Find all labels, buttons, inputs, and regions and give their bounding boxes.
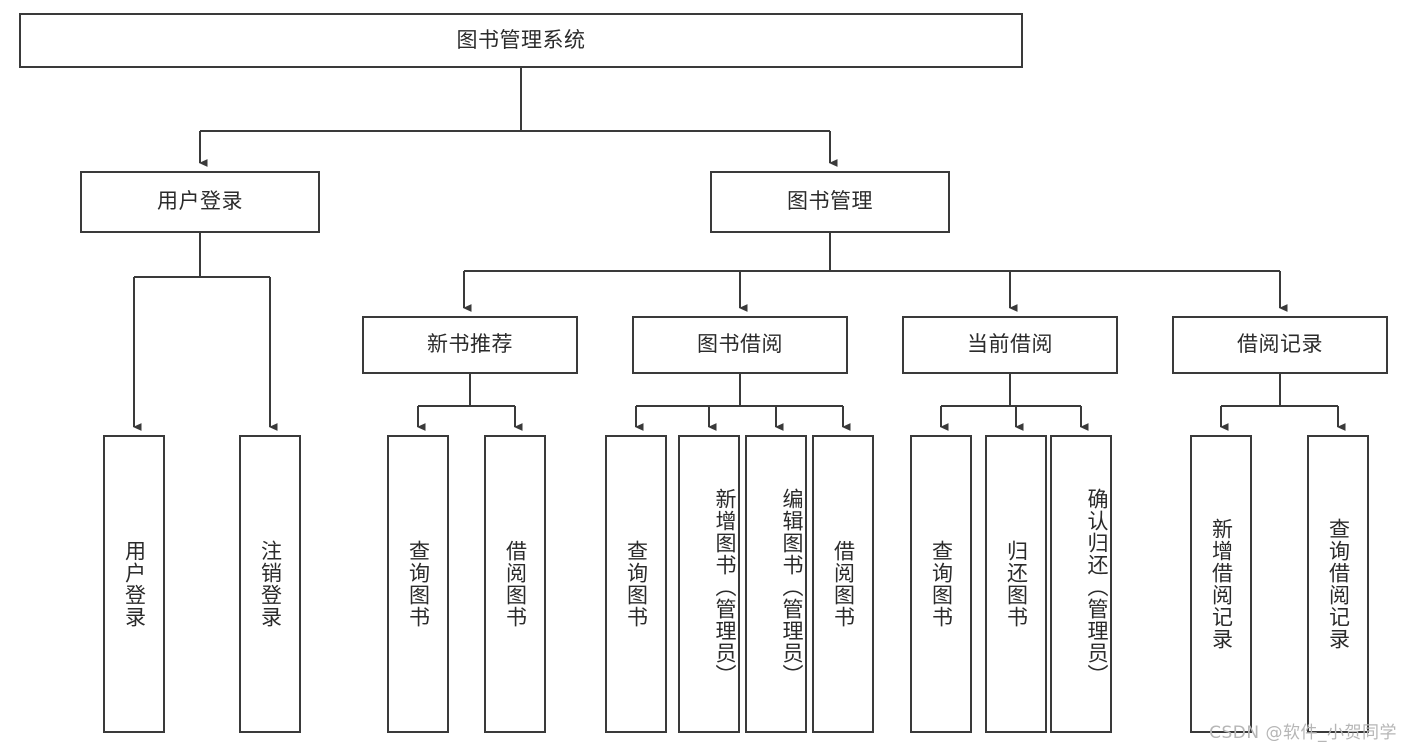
node-leaf-rec-query-record[interactable]: 查询借阅记录 (1307, 435, 1369, 733)
node-leaf-borrow-borrow-book-label: 借阅图书 (831, 540, 856, 628)
node-leaf-cur-return-book[interactable]: 归还图书 (985, 435, 1047, 733)
node-leaf-user-login[interactable]: 用户登录 (103, 435, 165, 733)
node-leaf-borrow-add-book[interactable]: 新增图书（管理员） (678, 435, 740, 733)
node-leaf-rec-add-record-label: 新增借阅记录 (1209, 518, 1234, 650)
node-root[interactable]: 图书管理系统 (19, 13, 1023, 68)
node-leaf-cur-return-book-label: 归还图书 (1004, 540, 1029, 628)
node-user-login-label: 用户登录 (157, 189, 243, 214)
node-borrow-record[interactable]: 借阅记录 (1172, 316, 1388, 374)
node-book-borrow-label: 图书借阅 (697, 332, 783, 357)
node-leaf-cur-confirm-return-label: 确认归还（管理员） (1085, 488, 1109, 686)
node-leaf-rec-query-record-label: 查询借阅记录 (1326, 518, 1351, 650)
node-leaf-user-login-label: 用户登录 (122, 540, 147, 628)
node-book-borrow[interactable]: 图书借阅 (632, 316, 848, 374)
node-user-login[interactable]: 用户登录 (80, 171, 320, 233)
node-current-borrow-label: 当前借阅 (967, 332, 1053, 357)
node-leaf-user-logout-label: 注销登录 (258, 540, 283, 628)
node-leaf-borrow-query-book[interactable]: 查询图书 (605, 435, 667, 733)
node-leaf-rec-borrow-book[interactable]: 借阅图书 (484, 435, 546, 733)
node-leaf-rec-query-book[interactable]: 查询图书 (387, 435, 449, 733)
node-leaf-borrow-query-book-label: 查询图书 (624, 540, 649, 628)
node-leaf-borrow-borrow-book[interactable]: 借阅图书 (812, 435, 874, 733)
node-leaf-cur-query-book-label: 查询图书 (929, 540, 954, 628)
node-current-borrow[interactable]: 当前借阅 (902, 316, 1118, 374)
node-leaf-cur-confirm-return[interactable]: 确认归还（管理员） (1050, 435, 1112, 733)
node-leaf-user-logout[interactable]: 注销登录 (239, 435, 301, 733)
node-leaf-rec-query-book-label: 查询图书 (406, 540, 431, 628)
node-leaf-rec-borrow-book-label: 借阅图书 (503, 540, 528, 628)
node-leaf-cur-query-book[interactable]: 查询图书 (910, 435, 972, 733)
node-book-manage[interactable]: 图书管理 (710, 171, 950, 233)
node-borrow-record-label: 借阅记录 (1237, 332, 1323, 357)
node-book-manage-label: 图书管理 (787, 189, 873, 214)
node-leaf-borrow-edit-book[interactable]: 编辑图书（管理员） (745, 435, 807, 733)
node-new-book-rec[interactable]: 新书推荐 (362, 316, 578, 374)
node-new-book-rec-label: 新书推荐 (427, 332, 513, 357)
node-root-label: 图书管理系统 (456, 27, 586, 52)
node-leaf-rec-add-record[interactable]: 新增借阅记录 (1190, 435, 1252, 733)
node-leaf-borrow-edit-book-label: 编辑图书（管理员） (780, 488, 804, 686)
node-leaf-borrow-add-book-label: 新增图书（管理员） (713, 488, 737, 686)
watermark-text: CSDN @软件_小贺同学 (1209, 723, 1397, 743)
